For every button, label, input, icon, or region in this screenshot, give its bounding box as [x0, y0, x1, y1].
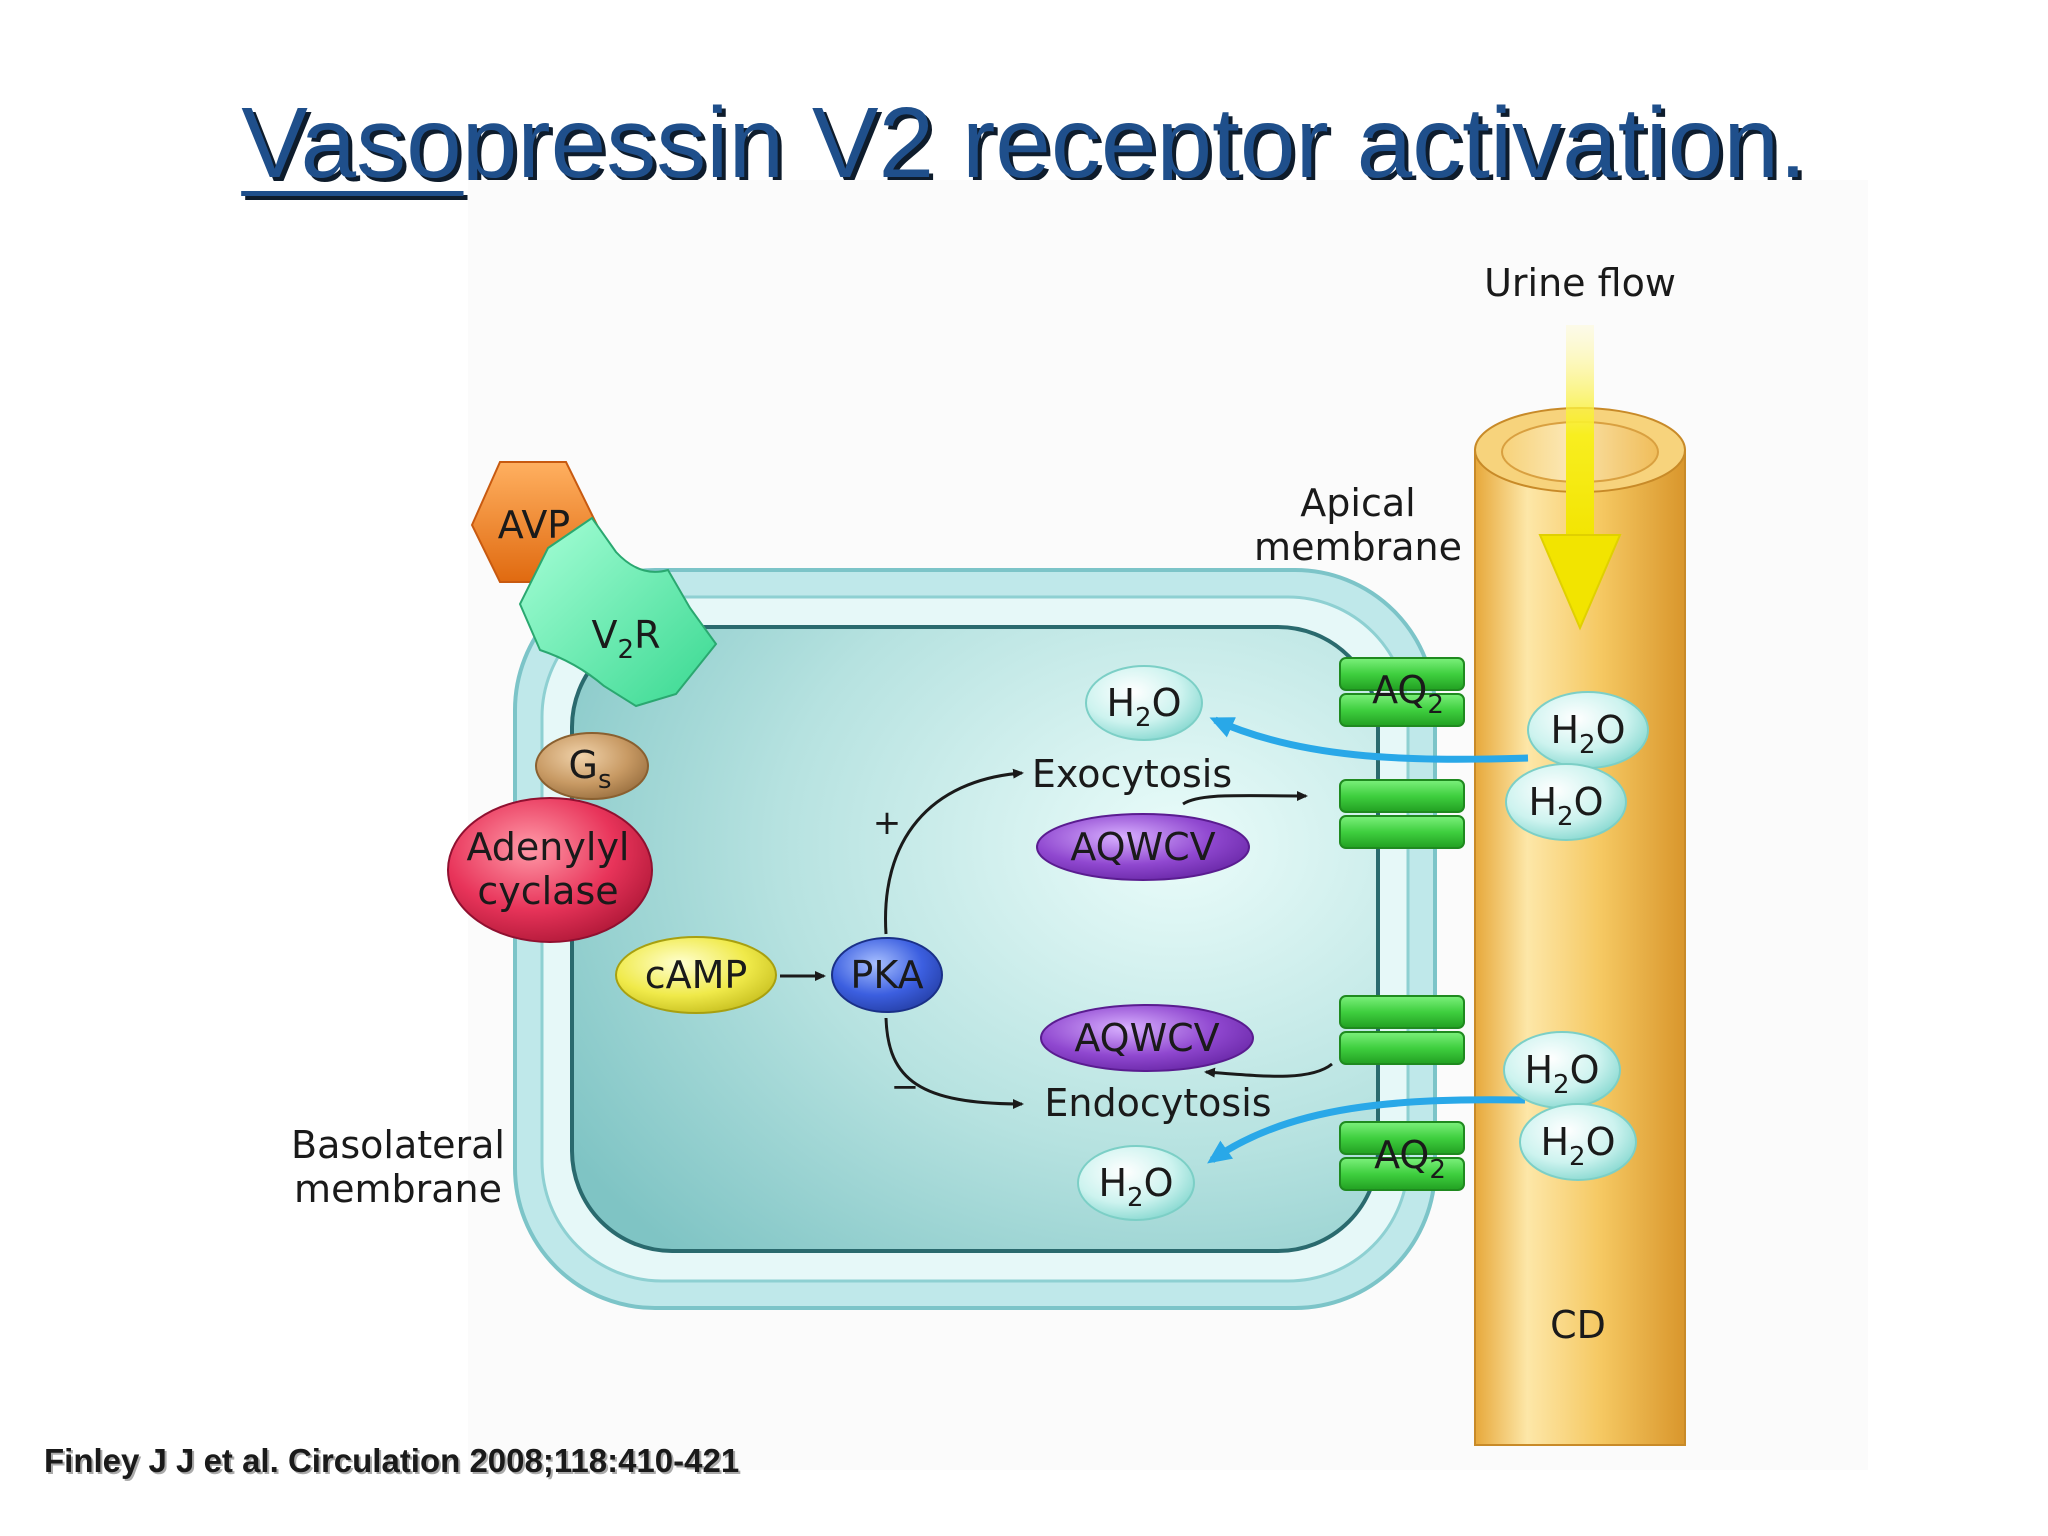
h2o-cell-bottom: H2O [1077, 1145, 1195, 1221]
h2o-lumen-3: H2O [1503, 1031, 1621, 1109]
exocytosis-label: Exocytosis [1032, 752, 1232, 796]
water-influx-arrow-bottom [1207, 1096, 1526, 1164]
svg-text:H2O: H2O [1524, 1048, 1599, 1100]
gs-label: Gs [569, 743, 612, 795]
pka-exocytosis-arrow [884, 768, 1024, 935]
urine-flow-arrow [1538, 325, 1622, 631]
slide-title: Vasopressin V2 receptor activation. [241, 87, 1807, 199]
aquaporin-channel-2 [1339, 779, 1465, 849]
exocytosis-to-membrane-arrow [1182, 790, 1308, 806]
svg-text:H2O: H2O [1528, 780, 1603, 832]
citation: Finley J J et al. Circulation 2008;118:4… [44, 1442, 740, 1479]
v2r-receptor: V2R [518, 516, 718, 708]
apical-membrane-label-1: Apical [1300, 481, 1415, 525]
h2o-lumen-4: H2O [1519, 1103, 1637, 1181]
basolateral-membrane-label-1: Basolateral [291, 1123, 505, 1167]
pka-kinase: PKA [831, 937, 943, 1013]
urine-flow-label: Urine flow [1484, 261, 1676, 305]
cell [513, 568, 1437, 1310]
gs-protein: Gs [535, 732, 649, 800]
svg-text:H2O: H2O [1550, 708, 1625, 760]
svg-text:H2O: H2O [1106, 681, 1181, 733]
adenylyl-cyclase: Adenylyl cyclase [447, 797, 653, 943]
adenylyl-label-2: cyclase [477, 869, 618, 913]
h2o-lumen-2: H2O [1505, 763, 1627, 841]
camp-label: cAMP [645, 953, 748, 997]
aquaporin-top: AQ2 [1339, 657, 1465, 727]
water-influx-arrow-top [1209, 716, 1529, 763]
v2r-label: V2R [592, 613, 661, 665]
minus-sign: − [891, 1067, 920, 1107]
h2o-lumen-1: H2O [1527, 691, 1649, 769]
avp-label: AVP [498, 503, 570, 547]
aq2-label-bottom: AQ2 [1374, 1133, 1446, 1185]
svg-text:H2O: H2O [1540, 1120, 1615, 1172]
aqwcv-label-bottom: AQWCV [1074, 1016, 1219, 1060]
svg-text:H2O: H2O [1098, 1161, 1173, 1213]
plus-sign: + [873, 803, 902, 843]
aquaporin-channel-3 [1339, 995, 1465, 1065]
aqwcv-vesicle-bottom: AQWCV [1040, 1004, 1254, 1072]
h2o-cell-top: H2O [1085, 665, 1203, 741]
membrane-to-endocytosis-arrow [1204, 1062, 1333, 1078]
aqwcv-label-top: AQWCV [1070, 825, 1215, 869]
apical-membrane-label-2: membrane [1254, 525, 1462, 569]
aq2-label-top: AQ2 [1372, 668, 1444, 720]
basolateral-membrane-label-2: membrane [294, 1167, 502, 1211]
aquaporin-bottom: AQ2 [1339, 1121, 1465, 1191]
adenylyl-label-1: Adenylyl [466, 825, 629, 869]
endocytosis-label: Endocytosis [1044, 1081, 1271, 1125]
camp-molecule: cAMP [615, 936, 777, 1014]
cd-label: CD [1550, 1303, 1606, 1347]
pka-endocytosis-arrow [884, 1017, 1024, 1109]
pka-label: PKA [850, 953, 923, 997]
aqwcv-vesicle-top: AQWCV [1036, 813, 1250, 881]
